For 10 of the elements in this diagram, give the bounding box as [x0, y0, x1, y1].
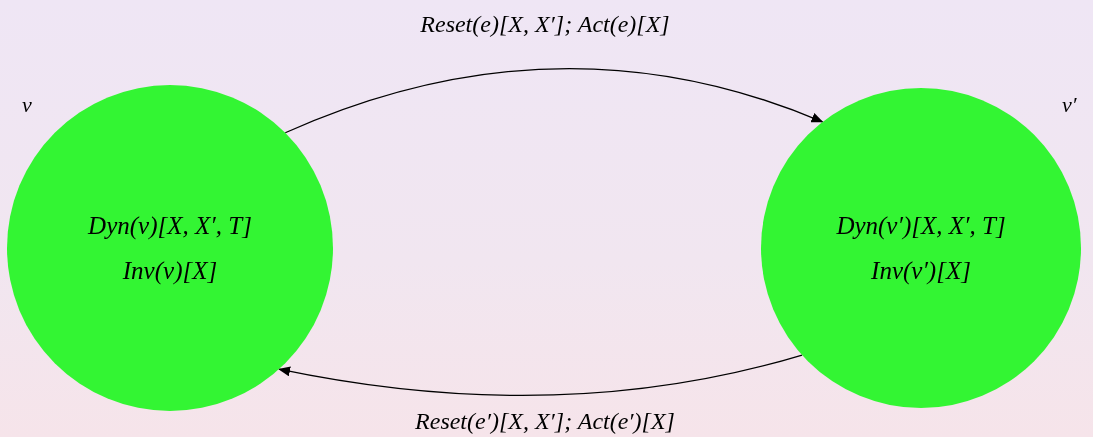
state-text: Inv(v)[X] — [122, 256, 218, 287]
state-text: Dyn(v)[X, X′, T] — [88, 210, 252, 242]
state-text: Inv(v′)[X] — [871, 256, 971, 287]
arrow — [278, 354, 803, 396]
arrow — [284, 68, 824, 134]
edge-label: Reset(e′)[X, X′]; Act(e′)[X] — [415, 407, 675, 436]
state-name: v — [22, 91, 32, 119]
state-text: Dyn(v′)[X, X′, T] — [836, 210, 1006, 242]
state-name: v′ — [1062, 91, 1077, 119]
edge-label: Reset(e)[X, X′]; Act(e)[X] — [420, 10, 670, 39]
